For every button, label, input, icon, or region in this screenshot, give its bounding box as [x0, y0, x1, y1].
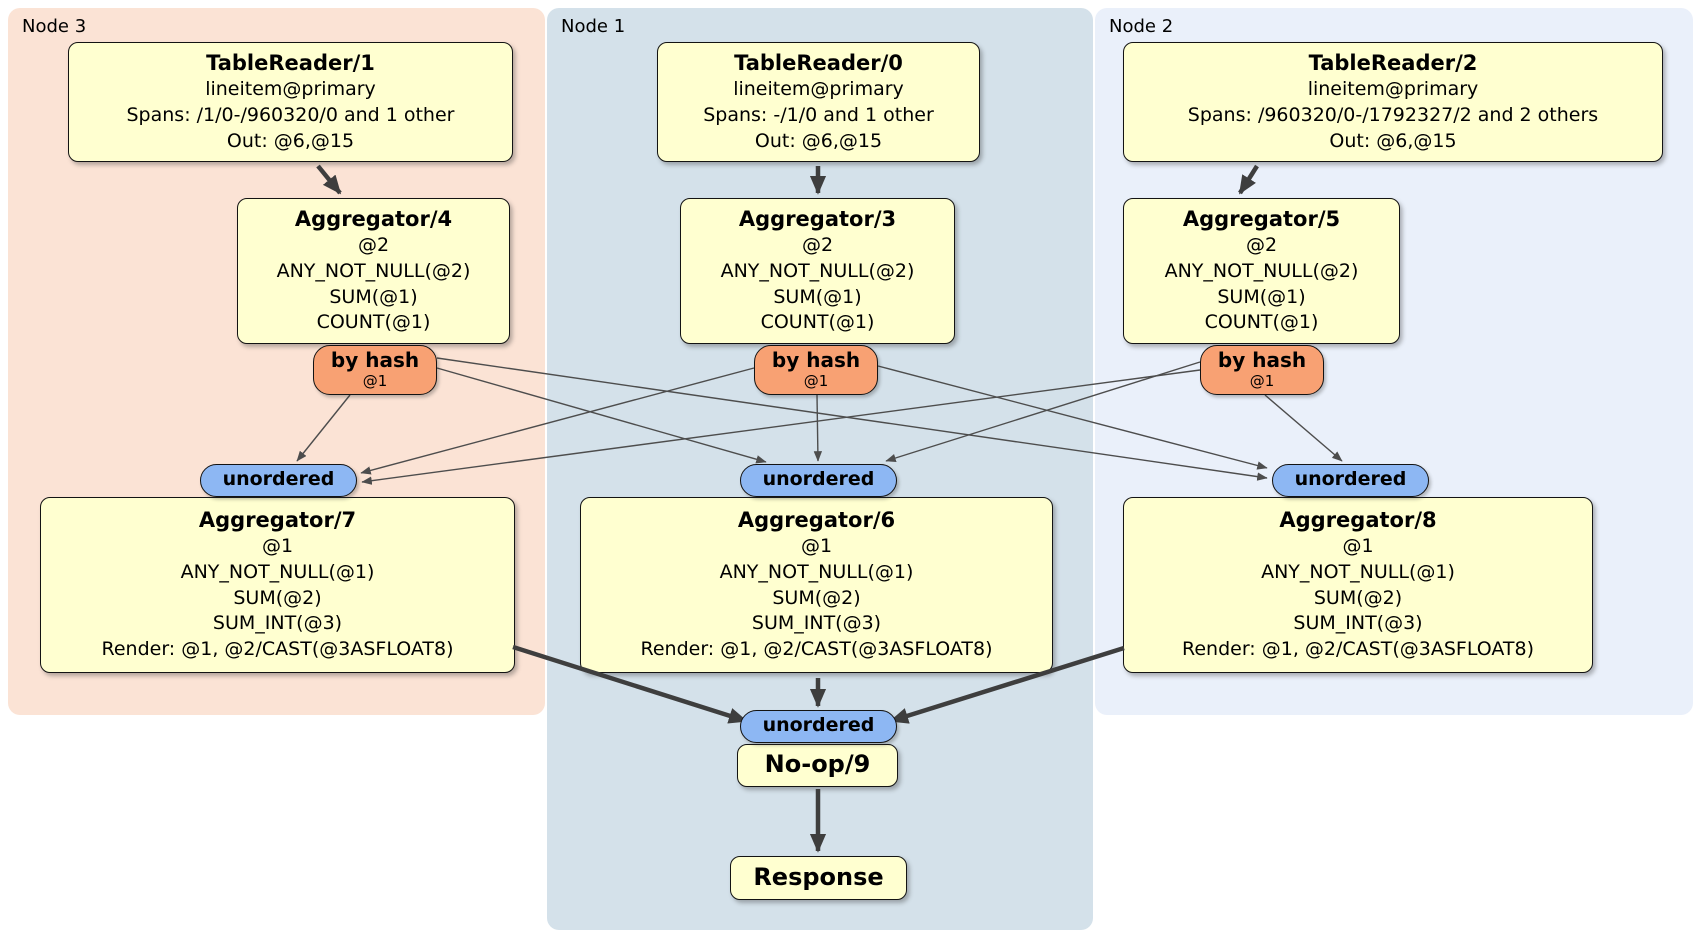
- processor-detail: ANY_NOT_NULL(@2): [1164, 259, 1359, 282]
- router-detail: @1: [362, 372, 388, 390]
- sync-unordered-badge-node2: unordered: [1272, 464, 1429, 497]
- processor-tablereader-2: TableReader/2 lineitem@primary Spans: /9…: [1123, 42, 1663, 163]
- router-detail: @1: [1249, 372, 1275, 390]
- processor-detail: SUM(@2): [233, 586, 322, 609]
- router-detail: @1: [803, 372, 829, 390]
- processor-detail: Spans: /960320/0-/1792327/2 and 2 others: [1187, 103, 1599, 126]
- processor-aggregator-6: Aggregator/6 @1 ANY_NOT_NULL(@1) SUM(@2)…: [580, 497, 1053, 673]
- processor-detail: lineitem@primary: [733, 78, 904, 101]
- processor-title: TableReader/2: [1308, 51, 1478, 75]
- processor-aggregator-5: Aggregator/5 @2 ANY_NOT_NULL(@2) SUM(@1)…: [1123, 198, 1400, 344]
- processor-title: TableReader/0: [734, 51, 903, 75]
- processor-detail: COUNT(@1): [316, 311, 431, 334]
- processor-detail: COUNT(@1): [760, 311, 875, 334]
- response-title: Response: [753, 863, 884, 891]
- processor-detail: Render: @1, @2/CAST(@3ASFLOAT8): [101, 637, 454, 660]
- processor-title: Aggregator/4: [294, 207, 453, 231]
- router-label: by hash: [330, 348, 420, 372]
- processor-detail: SUM(@1): [1217, 285, 1306, 308]
- processor-detail: @2: [357, 234, 390, 257]
- processor-detail: ANY_NOT_NULL(@2): [720, 259, 915, 282]
- router-label: by hash: [771, 348, 861, 372]
- processor-detail: SUM(@1): [329, 285, 418, 308]
- router-by-hash-badge-node1: by hash @1: [754, 345, 878, 395]
- processor-detail: SUM_INT(@3): [751, 612, 882, 635]
- processor-detail: lineitem@primary: [1307, 78, 1479, 101]
- router-by-hash-badge-node2: by hash @1: [1200, 345, 1324, 395]
- processor-aggregator-8: Aggregator/8 @1 ANY_NOT_NULL(@1) SUM(@2)…: [1123, 497, 1593, 673]
- sync-unordered-badge-final: unordered: [740, 710, 897, 743]
- response-box: Response: [730, 856, 907, 900]
- processor-detail: Out: @6,@15: [754, 129, 883, 152]
- processor-detail: Render: @1, @2/CAST(@3ASFLOAT8): [1182, 637, 1534, 660]
- processor-detail: Out: @6,@15: [226, 129, 355, 152]
- processor-detail: SUM_INT(@3): [1293, 612, 1423, 635]
- processor-detail: ANY_NOT_NULL(@1): [180, 560, 375, 583]
- processor-detail: SUM(@1): [773, 285, 862, 308]
- router-by-hash-badge-node3: by hash @1: [313, 345, 437, 395]
- processor-detail: @1: [261, 535, 294, 558]
- processor-title: No-op/9: [764, 750, 871, 778]
- processor-detail: SUM(@2): [772, 586, 861, 609]
- processor-noop-9: No-op/9: [737, 744, 898, 787]
- processor-detail: SUM_INT(@3): [212, 612, 343, 635]
- processor-detail: ANY_NOT_NULL(@2): [276, 259, 471, 282]
- processor-detail: Out: @6,@15: [1329, 129, 1457, 152]
- processor-detail: Render: @1, @2/CAST(@3ASFLOAT8): [640, 637, 993, 660]
- processor-detail: Spans: -/1/0 and 1 other: [703, 103, 934, 126]
- processor-title: TableReader/1: [206, 51, 375, 75]
- region-label-node-1: Node 1: [561, 16, 626, 37]
- sync-unordered-badge-node3: unordered: [200, 464, 357, 497]
- processor-aggregator-3: Aggregator/3 @2 ANY_NOT_NULL(@2) SUM(@1)…: [680, 198, 955, 344]
- processor-detail: @2: [801, 234, 834, 257]
- processor-aggregator-4: Aggregator/4 @2 ANY_NOT_NULL(@2) SUM(@1)…: [237, 198, 510, 344]
- sync-unordered-badge-node1: unordered: [740, 464, 897, 497]
- processor-title: Aggregator/3: [738, 207, 897, 231]
- processor-detail: @1: [800, 535, 833, 558]
- processor-tablereader-1: TableReader/1 lineitem@primary Spans: /1…: [68, 42, 513, 163]
- processor-title: Aggregator/8: [1279, 508, 1437, 532]
- processor-detail: ANY_NOT_NULL(@1): [719, 560, 914, 583]
- processor-title: Aggregator/6: [737, 508, 896, 532]
- processor-detail: @1: [1342, 535, 1374, 558]
- processor-detail: COUNT(@1): [1204, 311, 1319, 334]
- region-label-node-2: Node 2: [1109, 16, 1174, 37]
- processor-detail: ANY_NOT_NULL(@1): [1261, 560, 1455, 583]
- processor-detail: lineitem@primary: [205, 78, 376, 101]
- processor-aggregator-7: Aggregator/7 @1 ANY_NOT_NULL(@1) SUM(@2)…: [40, 497, 515, 673]
- router-label: by hash: [1217, 348, 1307, 372]
- processor-detail: @2: [1245, 234, 1278, 257]
- processor-detail: SUM(@2): [1313, 586, 1403, 609]
- processor-tablereader-0: TableReader/0 lineitem@primary Spans: -/…: [657, 42, 980, 163]
- processor-title: Aggregator/5: [1182, 207, 1341, 231]
- region-label-node-3: Node 3: [22, 16, 87, 37]
- processor-title: Aggregator/7: [198, 508, 357, 532]
- processor-detail: Spans: /1/0-/960320/0 and 1 other: [126, 103, 455, 126]
